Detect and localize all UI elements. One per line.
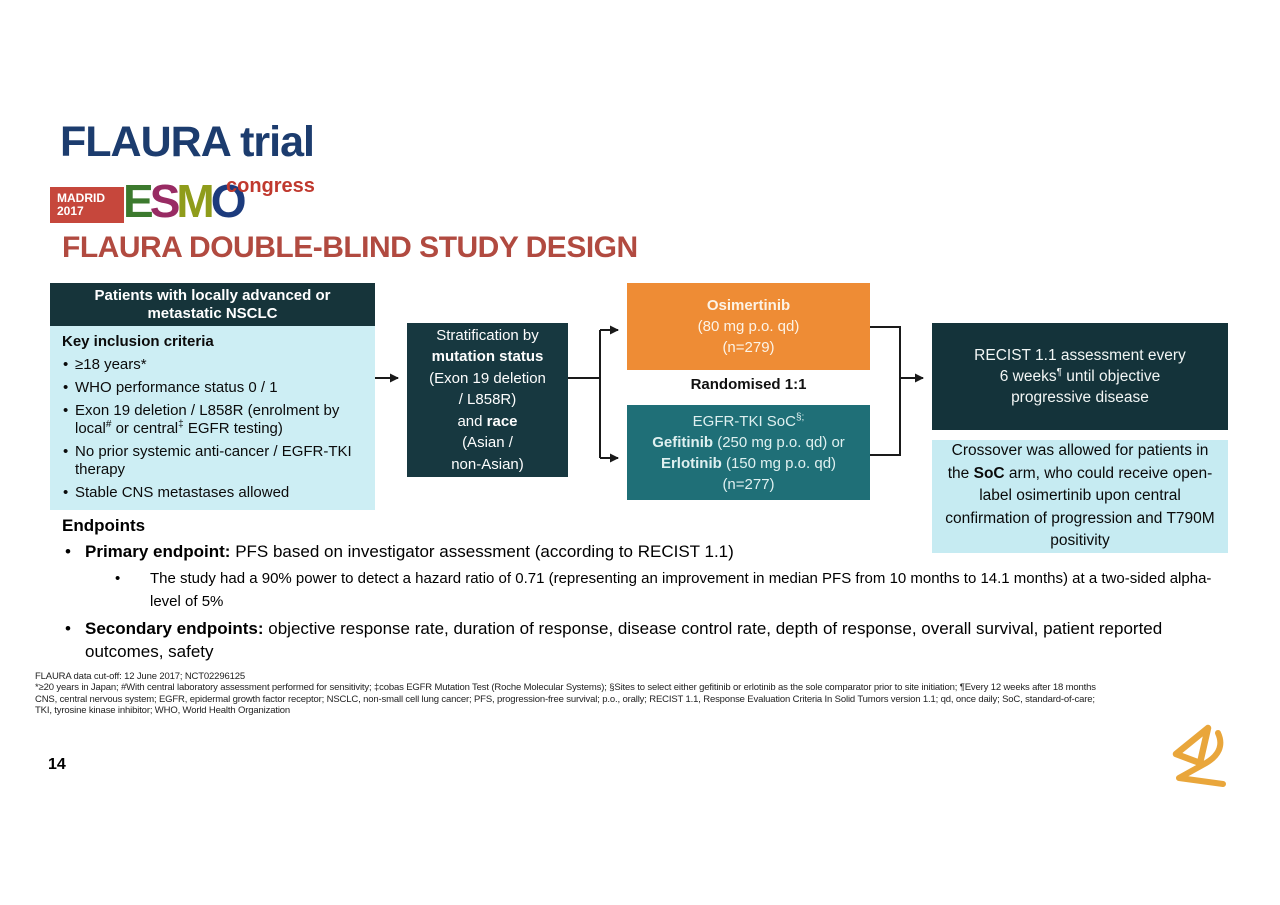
primary-endpoint-bullet: Primary endpoint: PFS based on investiga…	[62, 540, 1222, 563]
connector-arms-merge	[870, 326, 901, 456]
criteria-item-who: WHO performance status 0 / 1	[62, 379, 367, 397]
footnote-marker-section: §;	[796, 411, 805, 423]
erlotinib-name: Erlotinib	[660, 454, 722, 472]
crossover-pre: Crossover was allowed for patients in th…	[947, 442, 1209, 482]
esmo-congress-label: congress	[226, 175, 315, 197]
strat-line5-race: race	[486, 412, 518, 430]
footnote-marker-pilcrow: ¶	[1056, 366, 1062, 378]
osimertinib-dose: (80 mg p.o. qd)	[697, 318, 800, 335]
esmo-year: 2017	[57, 204, 84, 218]
strat-line4: / L858R)	[458, 391, 517, 409]
esmo-letter-e: E	[123, 175, 154, 227]
strat-line6: (Asian /	[462, 434, 513, 452]
esmo-letter-s: S	[149, 175, 181, 227]
patients-header-line2: metastatic NSCLC	[147, 304, 278, 322]
osimertinib-arm-box: Osimertinib (80 mg p.o. qd) (n=279)	[627, 283, 870, 370]
randomised-label: Randomised 1:1	[690, 376, 807, 393]
osimertinib-n: (n=279)	[722, 339, 775, 356]
criteria-item-age: ≥18 years*	[62, 356, 367, 374]
power-text: The study had a 90% power to detect a ha…	[150, 570, 1212, 610]
footnote-abbreviations-2: TKI, tyrosine kinase inhibitor; WHO, Wor…	[35, 705, 291, 717]
patients-header-box: Patients with locally advanced or metast…	[50, 283, 375, 326]
esmo-letter-m: M	[176, 175, 214, 227]
endpoints-section: Endpoints Primary endpoint: PFS based on…	[62, 516, 1222, 663]
osimertinib-name: Osimertinib	[706, 297, 791, 314]
footnote-abbreviations-1: CNS, central nervous system; EGFR, epide…	[35, 693, 1095, 705]
criteria-item-cns-text: Stable CNS metastases allowed	[75, 484, 290, 501]
esmo-logo: ESMO	[123, 175, 247, 227]
soc-title-text: EGFR-TKI SoC	[692, 412, 796, 430]
criteria-item-cns: Stable CNS metastases allowed	[62, 484, 367, 502]
recist-line2-pre: 6 weeks	[999, 368, 1057, 385]
strat-line5: and race	[457, 411, 517, 433]
recist-line1: RECIST 1.1 assessment every	[974, 347, 1186, 364]
strat-line3: (Exon 19 deletion	[429, 369, 546, 387]
crossover-note-box: Crossover was allowed for patients in th…	[932, 440, 1228, 553]
criteria-item-prior-text: No prior systemic anti-cancer / EGFR-TKI…	[75, 443, 352, 478]
esmo-letter-o: O	[210, 175, 247, 227]
recist-line3: progressive disease	[1011, 389, 1149, 406]
footnote-marker-ddagger: ‡	[178, 419, 184, 430]
criteria-item-exon: Exon 19 deletion / L858R (enrolment by l…	[62, 402, 367, 438]
footnote-marker-hash: #	[105, 419, 112, 430]
criteria-item-age-text: ≥18 years*	[75, 356, 147, 373]
gefitinib-name: Gefitinib	[652, 433, 714, 451]
secondary-endpoints-bullet: Secondary endpoints: objective response …	[62, 617, 1222, 663]
secondary-endpoints-label: Secondary endpoints:	[85, 619, 264, 638]
criteria-item-exon-pre: Exon 19 deletion / L858R (enrolment by l…	[75, 402, 340, 437]
strat-line1: Stratification by	[436, 326, 539, 344]
recist-line2: 6 weeks¶ until objective	[1000, 366, 1160, 387]
page-number: 14	[48, 756, 66, 773]
soc-title: EGFR-TKI SoC§;	[693, 411, 805, 432]
primary-endpoint-text: PFS based on investigator assessment (ac…	[230, 542, 734, 561]
patients-header-line1: Patients with locally advanced or	[94, 286, 331, 304]
footnotes: FLAURA data cut-off: 12 June 2017; NCT02…	[35, 671, 1096, 717]
soc-erlotinib-line: Erlotinib (150 mg p.o. qd)	[661, 453, 836, 474]
secondary-endpoints-text: objective response rate, duration of res…	[85, 619, 1163, 661]
slide-title: FLAURA trial	[60, 118, 315, 166]
strat-line5-pre: and	[457, 412, 487, 430]
esmo-madrid-badge: MADRID 2017	[50, 187, 124, 223]
footnote-symbols: *≥20 years in Japan; #With central labor…	[35, 682, 1096, 694]
primary-endpoint-label: Primary endpoint:	[85, 542, 231, 561]
strat-line2: mutation status	[431, 348, 544, 366]
recist-line2-post: until objective	[1062, 368, 1161, 385]
study-design-heading: FLAURA DOUBLE-BLIND STUDY DESIGN	[62, 231, 638, 264]
esmo-city: MADRID	[57, 191, 105, 205]
astrazeneca-logo-icon	[1172, 724, 1226, 787]
criteria-item-exon-mid: or central	[111, 420, 179, 437]
connector-stratification-branch	[568, 330, 601, 458]
soc-arm-box: EGFR-TKI SoC§; Gefitinib (250 mg p.o. qd…	[627, 405, 870, 500]
soc-gefitinib-line: Gefitinib (250 mg p.o. qd) or	[652, 432, 845, 453]
crossover-text: Crossover was allowed for patients in th…	[940, 440, 1220, 553]
criteria-item-who-text: WHO performance status 0 / 1	[75, 379, 278, 396]
crossover-soc: SoC	[973, 464, 1005, 482]
soc-n: (n=277)	[722, 475, 775, 493]
criteria-item-prior: No prior systemic anti-cancer / EGFR-TKI…	[62, 443, 367, 479]
gefitinib-dose: (250 mg p.o. qd) or	[713, 433, 845, 451]
erlotinib-dose: (150 mg p.o. qd)	[721, 454, 837, 472]
endpoints-heading: Endpoints	[62, 516, 146, 535]
strat-line7: non-Asian)	[451, 455, 524, 473]
criteria-title: Key inclusion criteria	[62, 333, 214, 350]
inclusion-criteria-box: Key inclusion criteria ≥18 years* WHO pe…	[50, 326, 375, 510]
recist-assessment-box: RECIST 1.1 assessment every 6 weeks¶ unt…	[932, 323, 1228, 430]
power-sub-bullet: The study had a 90% power to detect a ha…	[62, 567, 1222, 613]
footnote-cutoff: FLAURA data cut-off: 12 June 2017; NCT02…	[35, 671, 245, 682]
stratification-box: Stratification by mutation status (Exon …	[407, 323, 568, 477]
criteria-item-exon-post: EGFR testing)	[183, 420, 283, 437]
